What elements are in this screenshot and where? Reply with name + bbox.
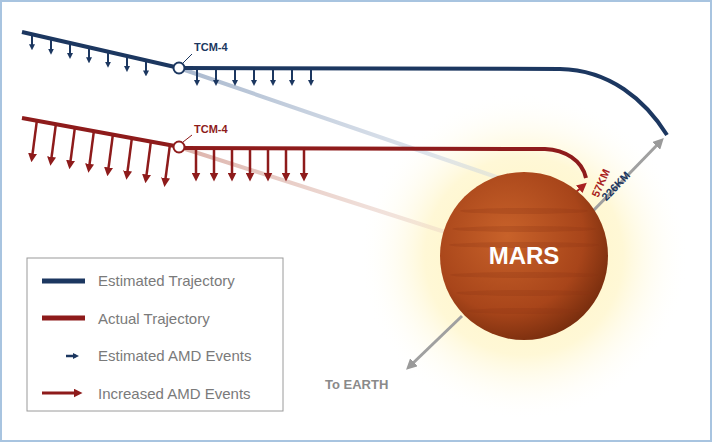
amd-event-arrow: [272, 70, 274, 83]
amd-event-arrow: [70, 127, 75, 165]
amd-event-arrow: [267, 150, 270, 177]
amd-event-arrow: [285, 150, 288, 177]
tcm-point: [174, 63, 185, 74]
amd-event-arrow: [88, 47, 90, 60]
amd-event-arrow: [310, 70, 312, 83]
amd-event-arrow: [231, 150, 234, 177]
maneuver-label: TCM-4: [194, 41, 228, 53]
estimated-trajectory: [22, 32, 667, 135]
legend-sample: [42, 392, 78, 395]
legend-sample: [66, 355, 76, 358]
amd-event-arrow: [165, 144, 170, 182]
amd-event-arrow: [31, 34, 33, 47]
amd-event-arrow: [195, 150, 198, 177]
amd-event-arrow: [213, 150, 216, 177]
legend-text: Actual Trajectory: [98, 310, 210, 327]
amd-event-arrow: [146, 141, 151, 179]
amd-event-arrow: [126, 56, 128, 69]
amd-event-arrow: [291, 70, 293, 83]
legend-text: Estimated AMD Events: [98, 347, 251, 364]
amd-event-arrow: [215, 70, 217, 83]
amd-event-arrow: [32, 120, 37, 158]
amd-event-arrow: [127, 137, 132, 175]
earth-arrow: [410, 316, 462, 366]
planet-name: MARS: [489, 242, 560, 270]
legend-text: Estimated Trajectory: [98, 272, 235, 289]
amd-event-arrow: [303, 150, 306, 177]
planet-circle: MARS: [439, 171, 609, 341]
direction-label: To EARTH: [325, 377, 388, 392]
legend-sample: [42, 316, 85, 321]
amd-event-arrow: [107, 52, 109, 65]
faded-actual-path: [179, 147, 445, 232]
amd-event-arrow: [249, 150, 252, 177]
amd-event-arrow: [253, 70, 255, 83]
amd-event-arrow: [234, 70, 236, 83]
amd-event-arrow: [108, 134, 113, 172]
amd-event-arrow: [145, 60, 147, 73]
amd-event-arrow: [89, 130, 94, 168]
legend-text: Increased AMD Events: [98, 385, 251, 402]
legend-box: [27, 258, 283, 411]
actual-trajectory: [22, 118, 586, 178]
mars-glow: [354, 86, 694, 426]
amd-event-arrow: [51, 123, 56, 161]
legend-sample: [42, 279, 85, 284]
amd-event-arrow: [50, 39, 52, 52]
amd-event-arrow: [196, 70, 198, 83]
leader-line: [183, 135, 192, 142]
leader-line: [183, 54, 192, 63]
tcm-point: [174, 142, 185, 153]
maneuver-label: TCM-4: [194, 123, 228, 135]
amd-event-arrow: [69, 43, 71, 56]
